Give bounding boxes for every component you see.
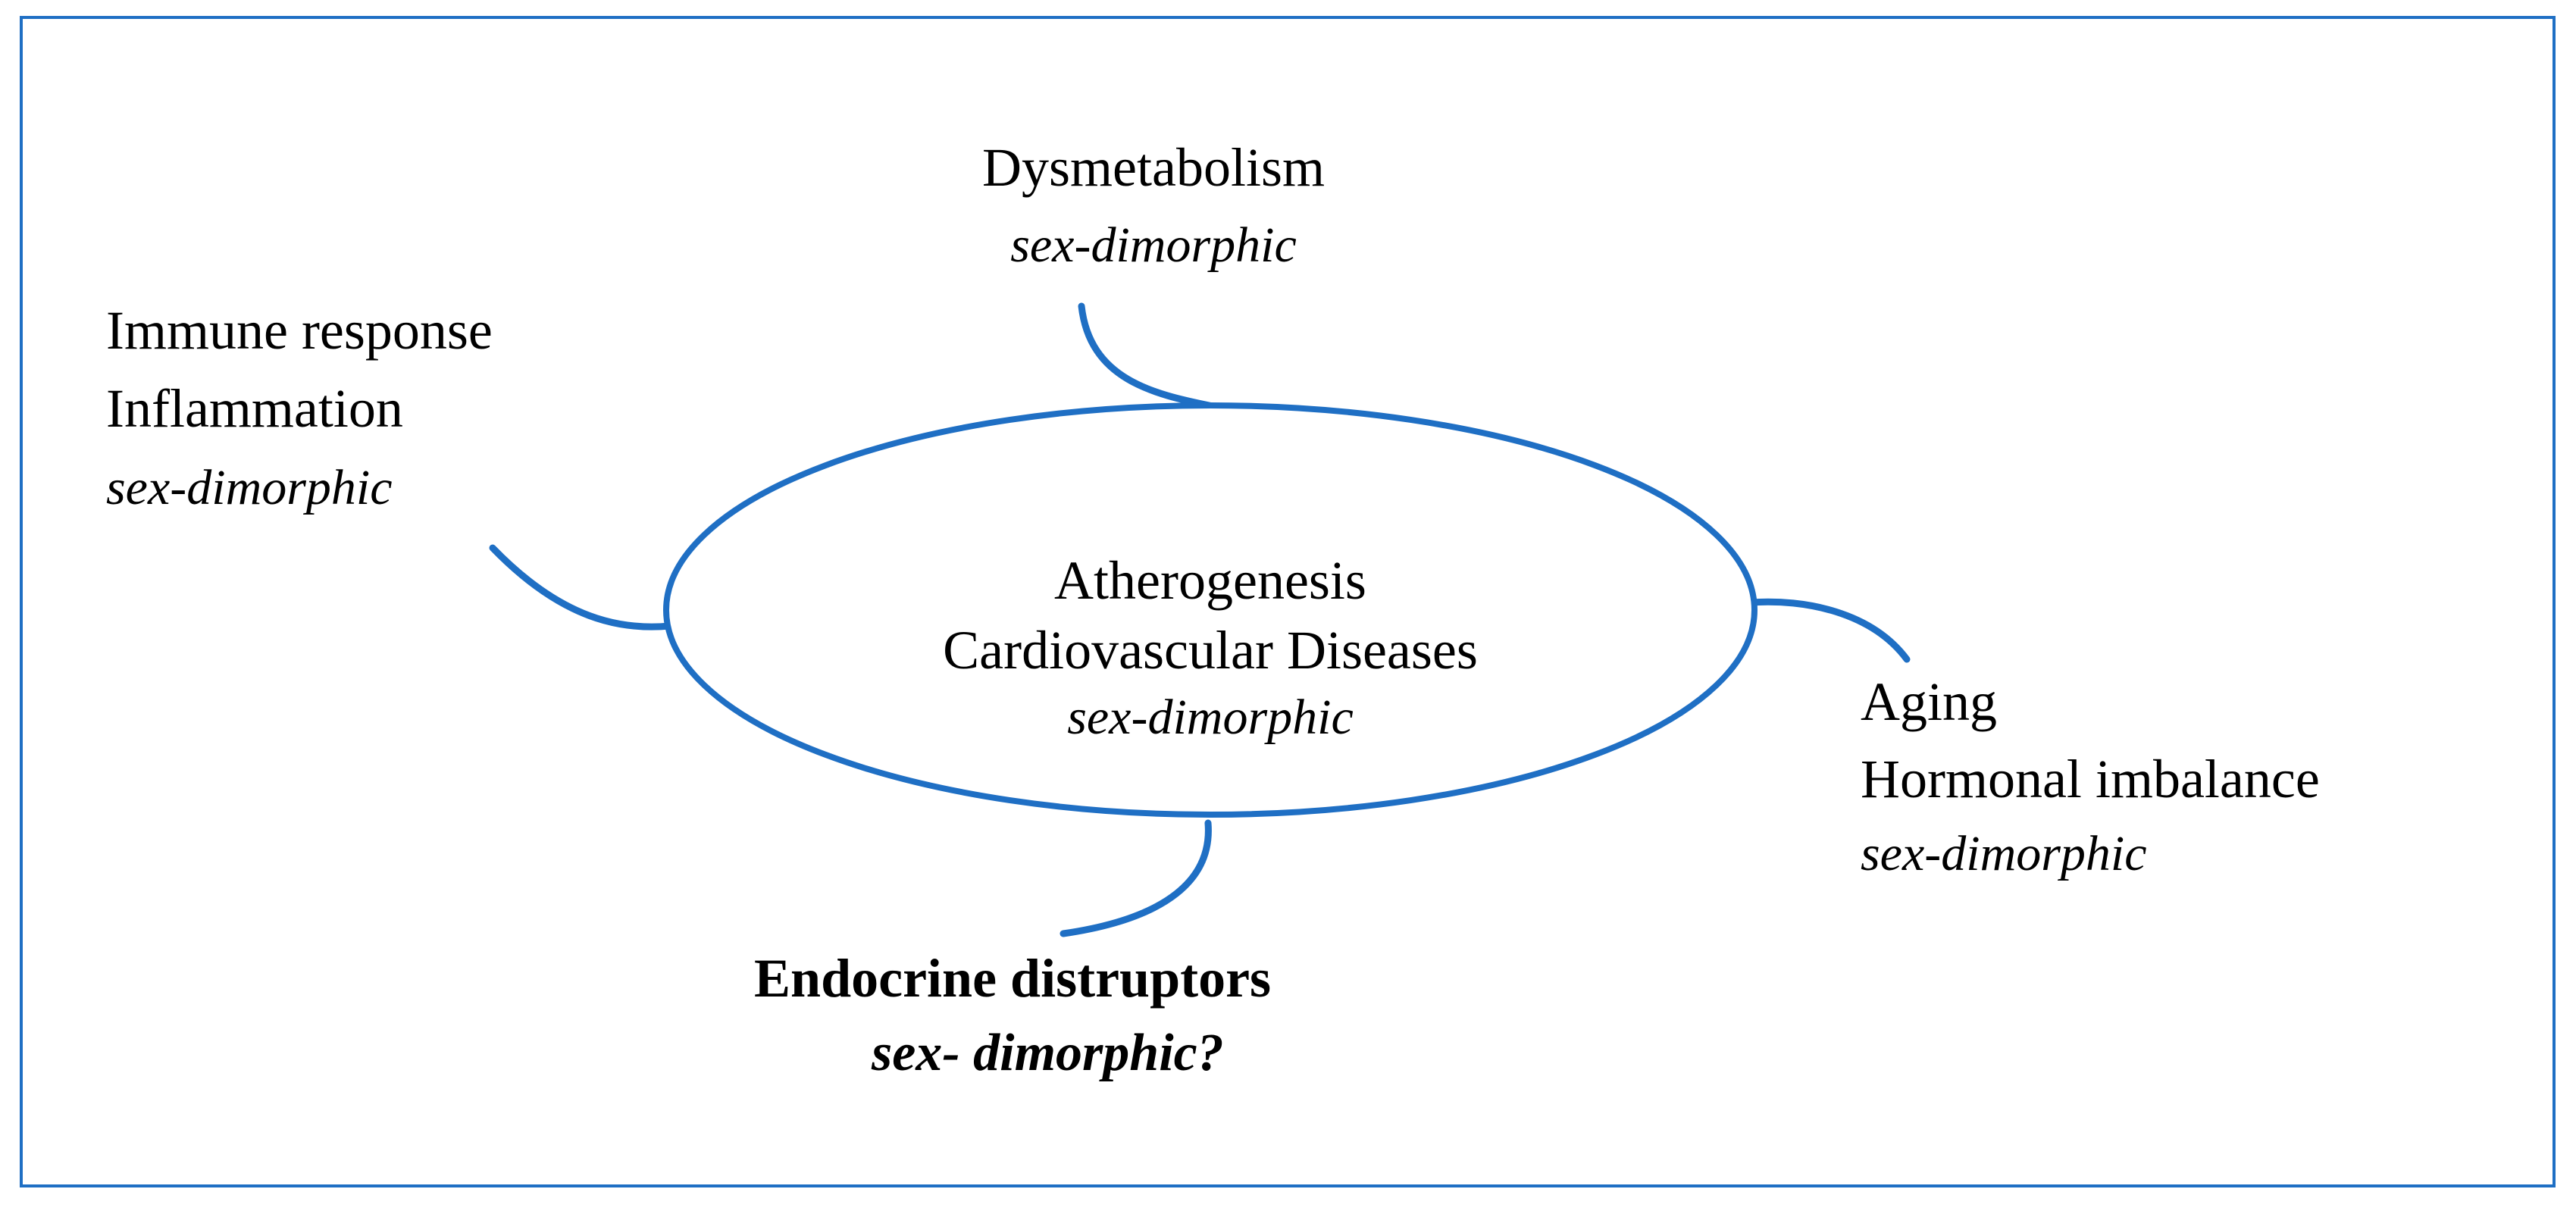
- text-line: Inflammation: [106, 378, 403, 439]
- label-endocrine-disruptors: Endocrine distruptors sex- dimorphic?: [754, 948, 1271, 1082]
- connector-bottom: [1060, 819, 1212, 937]
- text-line: Hormonal imbalance: [1861, 749, 2320, 809]
- text-line: Dysmetabolism: [982, 137, 1325, 198]
- text-line: sex-dimorphic: [1861, 826, 2147, 881]
- connector-top: [1078, 302, 1216, 410]
- text-line: sex-dimorphic: [1067, 690, 1354, 745]
- text-line: sex-dimorphic: [106, 460, 393, 515]
- text-line: Aging: [1861, 671, 1997, 732]
- text-line: Immune response: [106, 300, 493, 361]
- center-ellipse: [663, 402, 1758, 818]
- label-dysmetabolism: Dysmetabolism sex-dimorphic: [982, 137, 1325, 273]
- text-line: sex-dimorphic: [1010, 217, 1297, 273]
- text-line: Endocrine distruptors: [754, 948, 1271, 1009]
- peripheral-labels-group: Dysmetabolism sex-dimorphic Immune respon…: [106, 137, 2320, 1082]
- text-line: Atherogenesis: [1054, 550, 1366, 611]
- text-line: Cardiovascular Diseases: [943, 620, 1478, 681]
- connector-group: [489, 302, 1911, 937]
- connector-left: [489, 544, 674, 630]
- connector-right: [1747, 598, 1911, 663]
- text-line: sex- dimorphic?: [871, 1024, 1224, 1082]
